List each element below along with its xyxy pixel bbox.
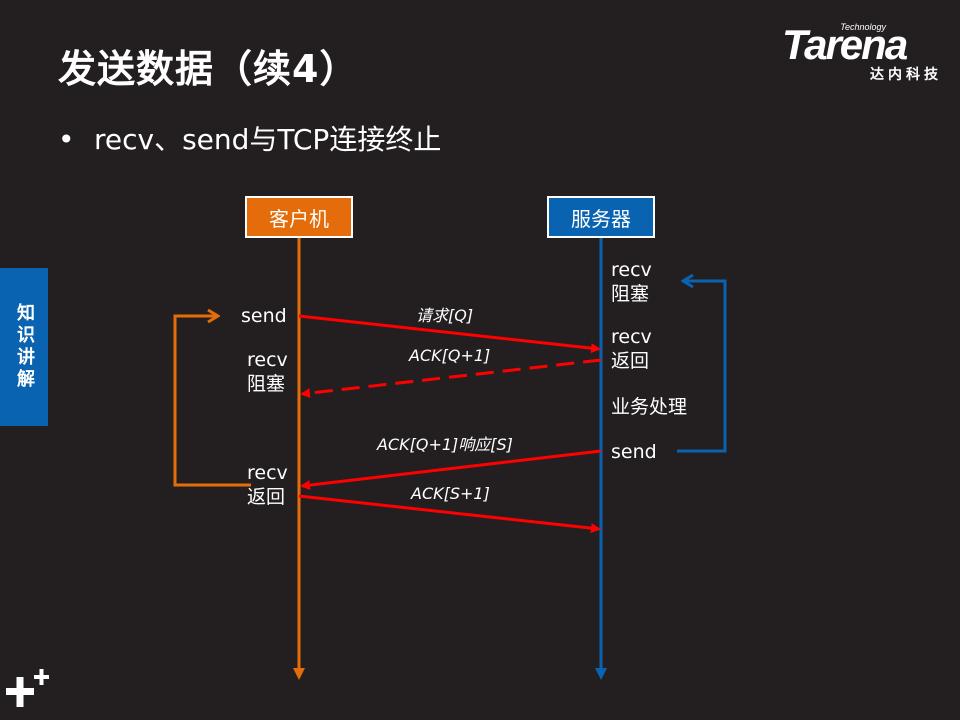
msg-ack2-label: ACK[S+1] [411,484,490,503]
bullet-marker: • [58,123,75,156]
msg-ack1-label: ACK[Q+1] [409,346,491,365]
client-loop-arrow [173,316,251,487]
logo-chinese: 达内科技 [870,67,942,83]
ack2-arrow [298,494,601,534]
client-send-label: send [241,305,287,327]
side-tab: 知识讲解 [0,268,48,426]
plus-logo-icon [6,669,49,707]
server-recv-block-line1: recv [611,259,652,281]
bullet-point: • recv、send与TCP连接终止 [58,118,441,158]
side-tab-label: 知识讲解 [14,303,35,391]
server-recv-return: recv 返回 [611,325,652,373]
server-send-label: send [611,441,657,463]
page-title: 发送数据（续4） [58,47,359,91]
logo-wordmark: Tarena [782,21,908,68]
client-box: 客户机 [245,196,353,238]
msg-request-label: 请求[Q] [416,306,474,325]
tarena-logo: Technology Tarena 达内科技 [782,22,944,84]
response-arrow [300,449,602,491]
server-recv-block-line2: 阻塞 [611,283,650,305]
server-recv-return-line2: 返回 [611,350,650,372]
server-recv-block: recv 阻塞 [611,258,652,306]
server-process-label: 业务处理 [611,396,688,418]
msg-response-label: ACK[Q+1]响应[S] [377,435,513,454]
client-recv-return-line1: recv [247,462,288,484]
server-loop-arrow [677,281,727,453]
client-recv-return: recv 返回 [247,461,288,509]
client-recv-return-line2: 返回 [247,486,286,508]
client-recv-block: recv 阻塞 [247,348,288,396]
ack1-arrow [300,358,602,399]
server-box: 服务器 [547,196,655,238]
client-recv-block-line1: recv [247,349,288,371]
client-recv-block-line2: 阻塞 [247,373,286,395]
bullet-text: recv、send与TCP连接终止 [94,123,442,156]
logo-technology-text: Technology [840,22,886,32]
server-recv-return-line1: recv [611,326,652,348]
request-arrow [298,314,601,354]
